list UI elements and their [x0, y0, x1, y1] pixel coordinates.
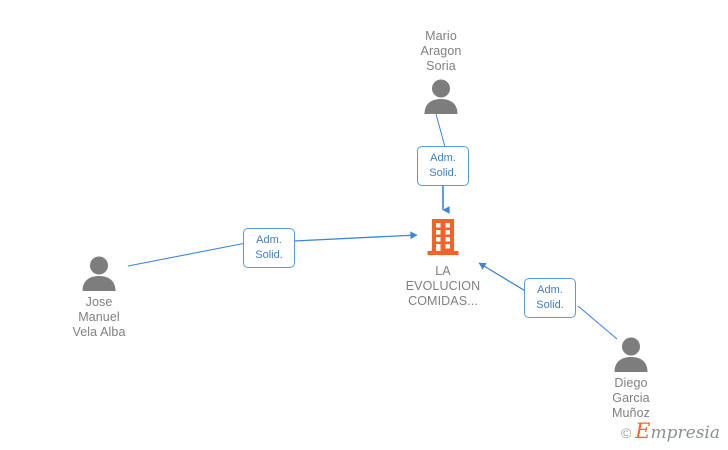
person-node-diego-garcia-munoz[interactable]: Diego Garcia Muñoz: [571, 336, 691, 421]
person-name-label: Mario Aragon Soria: [420, 29, 462, 73]
person-icon: [424, 79, 458, 114]
edge-label-to-company-right: [478, 262, 528, 293]
person-icon: [82, 256, 116, 291]
company-name-label: LA EVOLUCION COMIDAS...: [405, 264, 481, 308]
person-node-mario-aragon-soria[interactable]: Mario Aragon Soria: [381, 29, 501, 114]
person-node-jose-manuel-vela-alba[interactable]: Jose Manuel Vela Alba: [39, 255, 159, 340]
relation-label-mario[interactable]: Adm. Solid.: [417, 146, 469, 186]
edge-diego-to-label: [577, 305, 618, 340]
edge-jose-to-label: [127, 242, 247, 267]
person-name-label: Diego Garcia Muñoz: [611, 376, 651, 420]
copyright-icon: ©: [620, 424, 632, 441]
relation-label-jose[interactable]: Adm. Solid.: [243, 228, 295, 268]
brand-rest: mpresia: [650, 423, 721, 443]
person-name-label: Jose Manuel Vela Alba: [72, 295, 126, 339]
company-node[interactable]: LA EVOLUCION COMIDAS...: [383, 218, 503, 309]
brand-name: Empresia: [635, 421, 721, 443]
person-icon: [614, 337, 648, 372]
building-icon: [427, 219, 459, 255]
empresia-watermark: © Empresia: [620, 421, 721, 443]
relation-label-diego[interactable]: Adm. Solid.: [524, 278, 576, 318]
edge-label-to-company-left: [293, 231, 418, 242]
brand-initial: E: [635, 419, 651, 443]
edge-mario-to-label: [435, 113, 446, 148]
